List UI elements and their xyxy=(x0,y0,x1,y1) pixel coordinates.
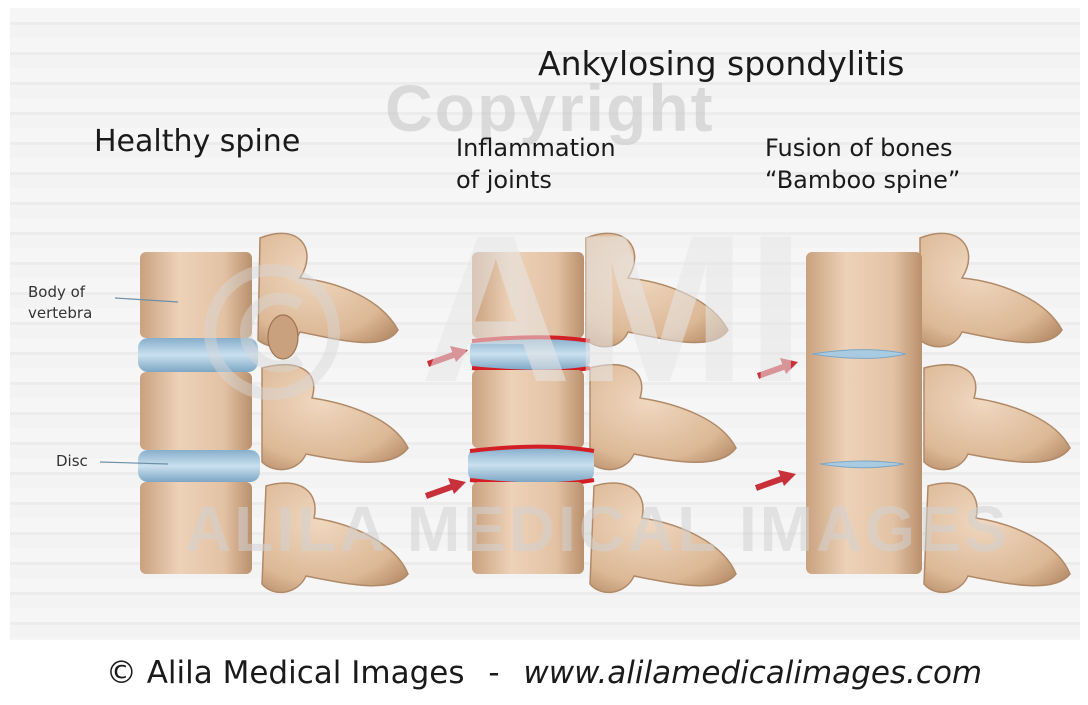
intervertebral-disc xyxy=(138,450,260,482)
credit-owner: © Alila Medical Images xyxy=(106,655,465,691)
diagram-title: Ankylosing spondylitis xyxy=(538,44,904,83)
vertebral-body xyxy=(140,252,252,338)
disc-label: Disc xyxy=(56,452,88,470)
body-of-vertebra-label: Body of vertebra xyxy=(28,282,92,324)
credit-line: © Alila Medical Images - www.alilamedica… xyxy=(0,655,1088,691)
credit-separator: - xyxy=(488,655,499,691)
inflammation-heading-line1: Inflammation xyxy=(456,132,616,164)
intervertebral-disc xyxy=(138,338,258,372)
healthy-spine-heading: Healthy spine xyxy=(94,124,300,159)
intervertebral-disc xyxy=(468,448,594,482)
watermark-logo: AMI xyxy=(420,188,805,430)
body-label-line2: vertebra xyxy=(28,303,92,324)
fusion-heading-line1: Fusion of bones xyxy=(765,132,960,164)
inflammation-heading: Inflammation of joints xyxy=(456,132,616,196)
pointer-arrow xyxy=(756,470,796,488)
fusion-heading: Fusion of bones “Bamboo spine” xyxy=(765,132,960,196)
fusion-heading-line2: “Bamboo spine” xyxy=(765,164,960,196)
body-label-line1: Body of xyxy=(28,282,92,303)
watermark-studio-name: ALILA MEDICAL IMAGES xyxy=(185,492,1009,566)
inflammation-heading-line2: of joints xyxy=(456,164,616,196)
credit-url: www.alilamedicalimages.com xyxy=(523,655,982,691)
